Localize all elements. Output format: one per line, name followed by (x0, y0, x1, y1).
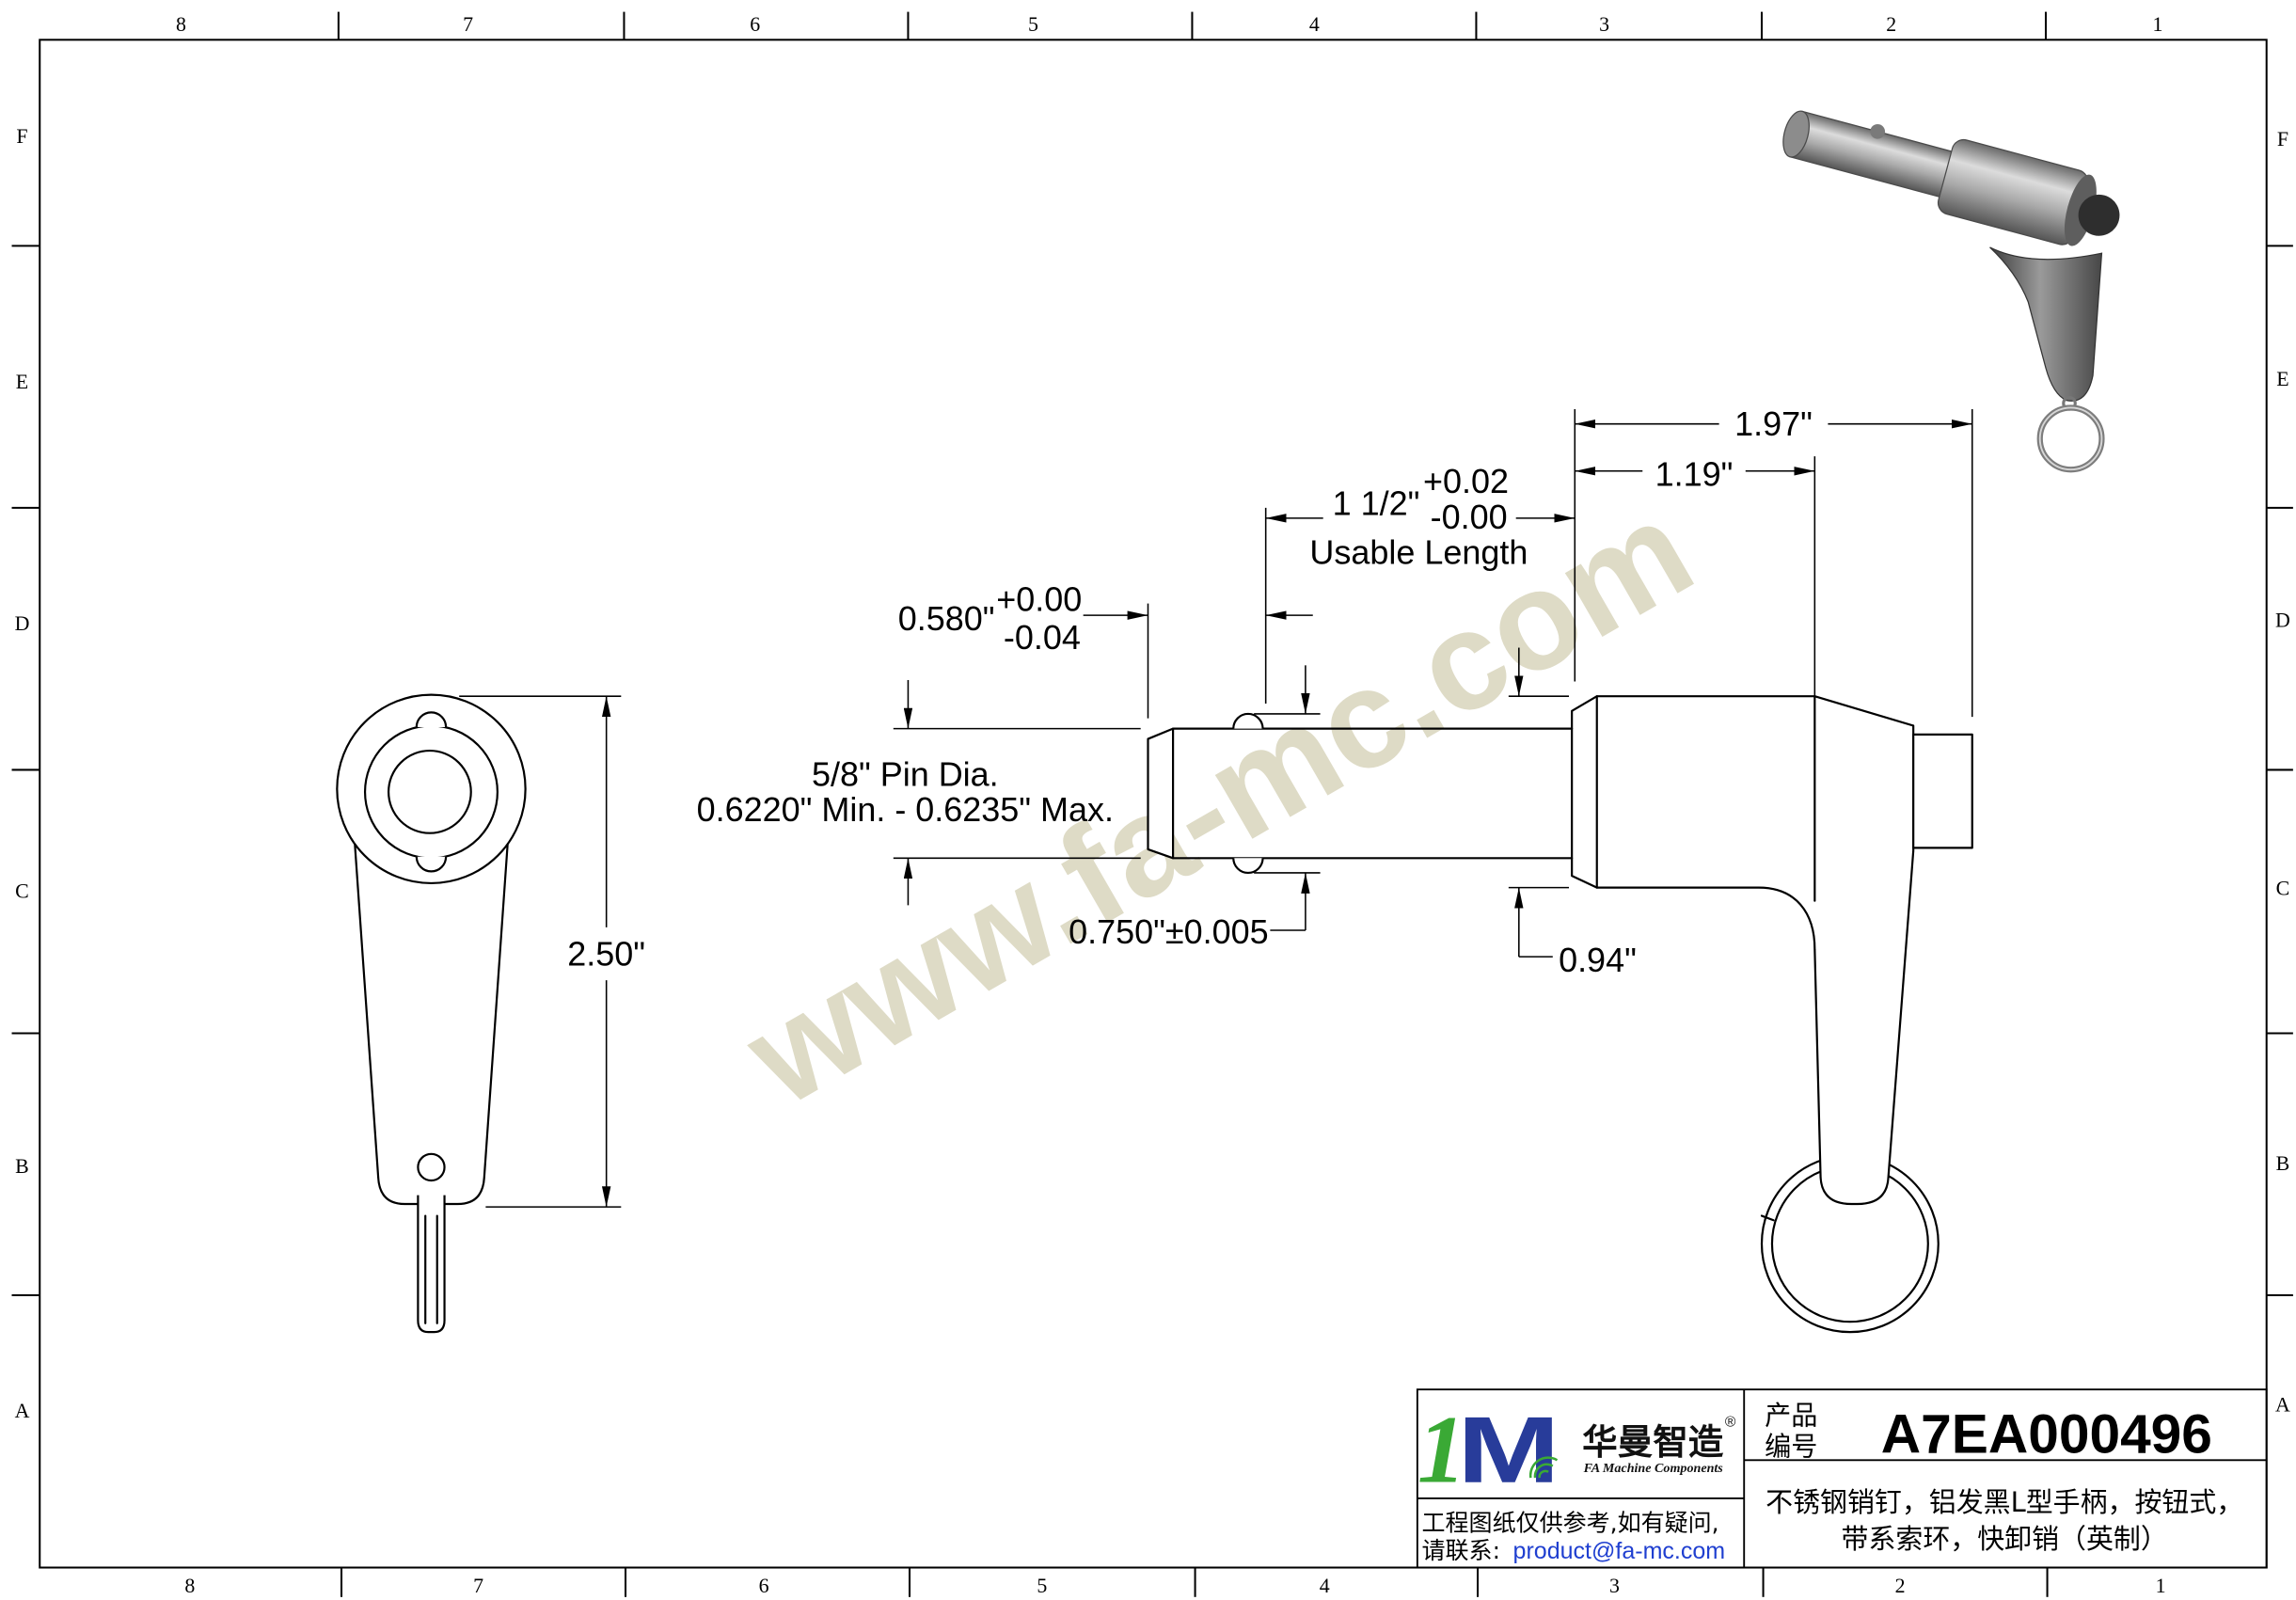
zone-label-top: 6 (750, 12, 760, 36)
tolerance-minus: -0.04 (1004, 618, 1081, 657)
dimension-text: 0.6220" Min. - 0.6235" Max. (697, 790, 1114, 829)
handle-outline (354, 840, 509, 1206)
contact-email: product@fa-mc.com (1513, 1538, 1726, 1564)
handle-body-outline (1571, 695, 1915, 1206)
zone-label-top: 8 (176, 12, 186, 36)
dimension-overall-length: 1.97" (1574, 404, 1973, 718)
render-button (2078, 194, 2120, 236)
dimension-text: 1.19" (1655, 454, 1734, 493)
title-block (1416, 1388, 2268, 1569)
zone-label-top: 2 (1886, 12, 1896, 36)
zone-label-right: B (2276, 1151, 2290, 1175)
zone-label-bottom: 1 (2156, 1574, 2166, 1597)
product-number: 产品 编号 A7EA000496 (1765, 1401, 2212, 1465)
lanyard-ring-edge (417, 1195, 446, 1334)
brand-name-en: FA Machine Components (1583, 1461, 1724, 1476)
zone-labels: 8 7 6 5 4 3 2 1 8 7 6 5 4 3 2 1 F E D C … (15, 12, 2290, 1597)
contact-note: 工程图纸仅供参考,如有疑问, 请联系: product@fa-mc.com (1422, 1509, 1726, 1564)
ring-eye (417, 1152, 446, 1182)
zone-label-bottom: 6 (759, 1574, 769, 1597)
zone-label-left: D (15, 611, 30, 635)
description-line: 带系索环，快卸销（英制） (1842, 1523, 2168, 1555)
dimension-text: 1.97" (1734, 404, 1813, 443)
front-view (336, 693, 527, 1334)
drawing-frame (11, 11, 2293, 1597)
note-line: 工程图纸仅供参考,如有疑问, (1422, 1509, 1719, 1536)
zone-label-bottom: 5 (1037, 1574, 1047, 1597)
dimension-label: Usable Length (1309, 532, 1528, 571)
push-button (1912, 733, 1973, 849)
head-outer-circle (336, 693, 527, 885)
company-logo: 1 M 华曼智造 ® FA Machine Components (1417, 1397, 1736, 1504)
zone-label-top: 7 (463, 12, 473, 36)
zone-label-right: D (2275, 609, 2290, 632)
render-ring-highlight (2038, 406, 2103, 471)
contact-label: 请联系: (1422, 1537, 1500, 1564)
zone-label-left: F (16, 124, 27, 148)
dimension-height: 2.50" (459, 695, 645, 1208)
side-view (1147, 695, 1973, 1206)
brand-name-cn: 华曼智造 (1582, 1421, 1724, 1463)
zone-label-left: A (15, 1399, 30, 1422)
dimension-text: 1 1/2" (1333, 484, 1420, 523)
logo-digit: 1 (1417, 1397, 1466, 1504)
logo-letter: M (1457, 1398, 1560, 1503)
zone-label-top: 4 (1309, 12, 1320, 36)
ball-bump-top (415, 711, 448, 728)
zone-label-bottom: 2 (1895, 1574, 1906, 1597)
registered-mark: ® (1725, 1414, 1736, 1430)
render-pin (1789, 110, 1960, 200)
zone-label-left: C (15, 879, 29, 903)
zone-label-bottom: 3 (1609, 1574, 1620, 1597)
tolerance-plus: +0.00 (996, 579, 1082, 618)
render-handle (1989, 246, 2103, 402)
lanyard-ring-split (1760, 1214, 1775, 1222)
zone-label-top: 5 (1028, 12, 1038, 36)
zone-label-top: 1 (2152, 12, 2162, 36)
zone-label-right: E (2276, 367, 2288, 390)
pin-tip (1147, 727, 1175, 860)
zone-label-right: C (2276, 876, 2290, 899)
zone-label-bottom: 7 (473, 1574, 483, 1597)
zone-label-left: B (15, 1154, 29, 1178)
wifi-icon (1528, 1456, 1559, 1479)
product-number-label: 编号 (1765, 1432, 1817, 1463)
product-description: 不锈钢销钉，铝发黑L型手柄，按钮式， 带系索环，快卸销（英制） (1766, 1486, 2243, 1555)
dimension-length-to-handle: 1.19" (1575, 454, 1816, 697)
tolerance-minus: -0.00 (1431, 498, 1508, 536)
dimension-text: 0.94" (1559, 941, 1637, 979)
render-pin-end (1782, 110, 1810, 158)
dimension-body-diameter: 0.94" (1508, 647, 1637, 979)
product-number-value: A7EA000496 (1881, 1403, 2212, 1465)
locking-ball-top (1232, 712, 1264, 729)
description-line: 不锈钢销钉，铝发黑L型手柄，按钮式， (1766, 1486, 2243, 1518)
zone-label-bottom: 8 (184, 1574, 195, 1597)
zone-label-left: E (16, 370, 28, 393)
ball-bump-bottom (415, 856, 448, 873)
head-inner-circle (387, 749, 472, 834)
title-block-border (1416, 1388, 2268, 1569)
dimension-text: 2.50" (567, 935, 645, 974)
product-number-label: 产品 (1765, 1401, 1817, 1432)
zone-label-right: F (2277, 127, 2288, 150)
locking-ball-bottom (1232, 858, 1264, 874)
dimension-text: 0.580" (898, 599, 995, 638)
dimension-usable-length: 1 1/2" +0.02 -0.00 Usable Length (1264, 462, 1576, 705)
tolerance-plus: +0.02 (1423, 462, 1509, 500)
zone-label-bottom: 4 (1320, 1574, 1330, 1597)
dimension-ball-position: 0.580" +0.00 -0.04 (898, 579, 1313, 719)
render-ball (1870, 124, 1886, 139)
dimension-text: 0.750"±0.005 (1069, 912, 1269, 951)
dimension-pin-diameter: 5/8" Pin Dia. 0.6220" Min. - 0.6235" Max… (697, 679, 1141, 906)
render-pin-assembly (1782, 110, 2120, 246)
zone-label-top: 3 (1599, 12, 1609, 36)
dimension-text: 5/8" Pin Dia. (812, 755, 999, 794)
isometric-render (1782, 110, 2120, 473)
dimension-ball-diameter: 0.750"±0.005 (1069, 665, 1321, 951)
inner-border (39, 39, 2268, 1569)
zone-label-right: A (2275, 1393, 2290, 1417)
